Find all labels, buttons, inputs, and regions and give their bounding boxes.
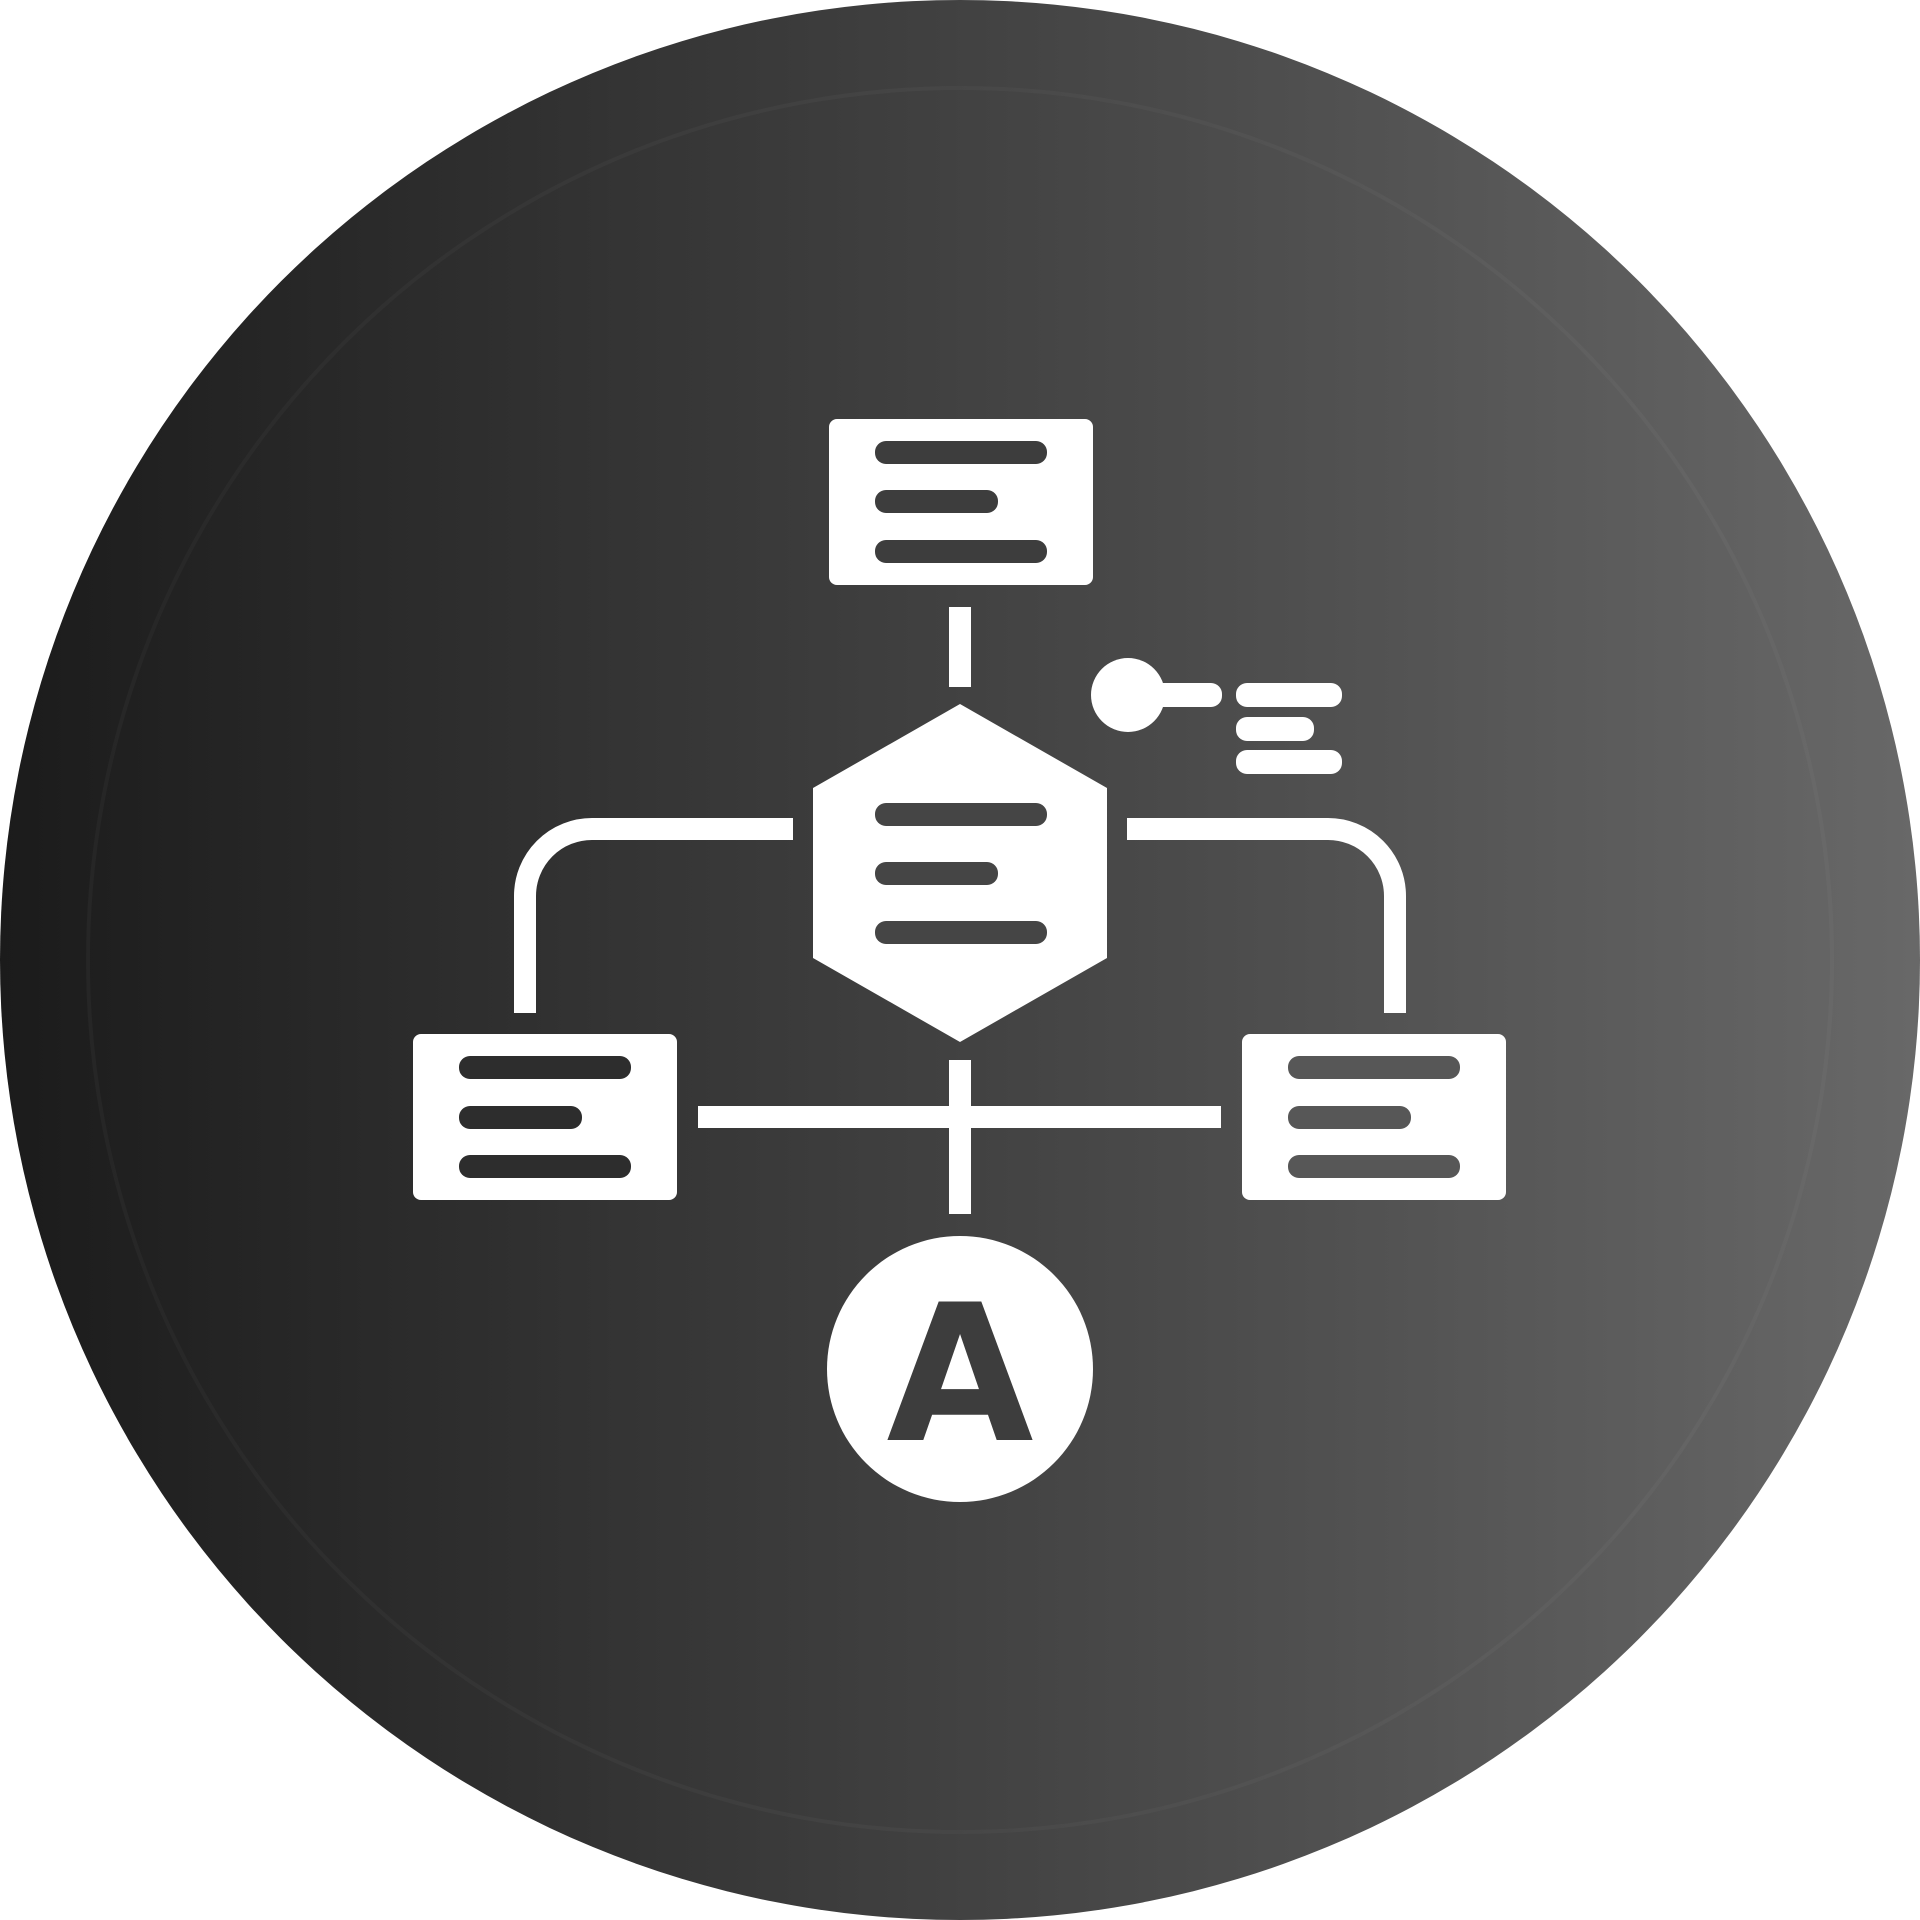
connector-top (949, 607, 971, 687)
bottom-circle-node: A (827, 1236, 1093, 1502)
annotation-marker (1091, 658, 1342, 774)
connector-left-elbow (514, 818, 793, 1013)
connector-vertical (949, 1060, 971, 1214)
connector-right-elbow (1127, 818, 1406, 1013)
center-hexagon-node (813, 704, 1107, 1042)
top-document-card (829, 419, 1093, 585)
diagram-glyph: A (413, 419, 1506, 1502)
bottom-node-letter: A (886, 1264, 1033, 1485)
left-document-card (413, 1034, 677, 1200)
right-document-card (1242, 1034, 1506, 1200)
